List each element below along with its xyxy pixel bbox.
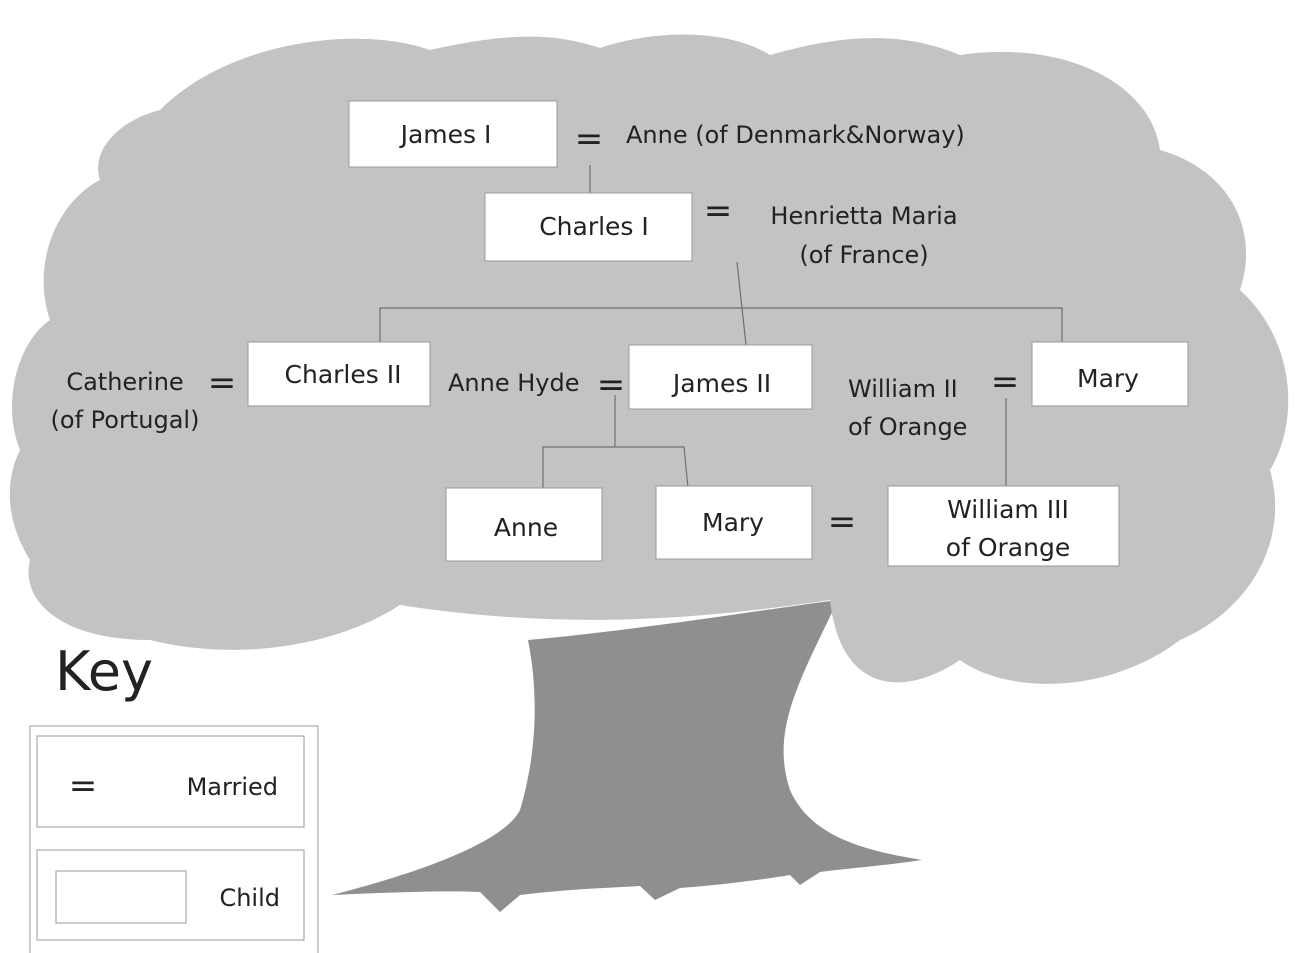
- box-mary-ii: [655, 485, 813, 560]
- box-james-i: [348, 100, 558, 168]
- spouse-william-ii-line2: of Orange: [848, 413, 967, 441]
- box-charles-i: [484, 192, 693, 262]
- link-henrietta-children: [736, 261, 747, 346]
- tree-trunk: [332, 600, 922, 912]
- name-james-ii: James II: [671, 369, 771, 398]
- box-william-iii: [887, 485, 1120, 567]
- box-anne: [445, 487, 603, 562]
- key-married-symbol: =: [69, 766, 98, 806]
- spouse-anne-of-denmark: Anne (of Denmark&Norway): [626, 121, 965, 149]
- key-married-panel: [36, 735, 305, 828]
- spouse-catherine-line2: (of Portugal): [51, 406, 200, 434]
- spouse-henrietta-line1: Henrietta Maria: [770, 202, 957, 230]
- link-children-bar: [379, 307, 1063, 342]
- married-sign-charles-ii: =: [208, 363, 237, 403]
- name-anne: Anne: [494, 513, 558, 542]
- key-child-label: Child: [219, 884, 280, 912]
- married-sign-james-i: =: [575, 119, 604, 159]
- married-sign-mary-ii: =: [828, 502, 857, 542]
- spouse-anne-hyde: Anne Hyde: [448, 369, 579, 397]
- key-married-label: Married: [187, 773, 278, 801]
- name-william-iii-line1: William III: [947, 495, 1069, 524]
- spouse-henrietta-line2: (of France): [799, 241, 928, 269]
- married-sign-william-ii: =: [991, 362, 1020, 402]
- name-mary-princess: Mary: [1077, 364, 1139, 393]
- married-sign-james-ii: =: [597, 365, 626, 405]
- link-anne-mary-bar: [542, 446, 689, 489]
- married-sign-charles-i: =: [704, 191, 733, 231]
- box-james-ii: [628, 344, 813, 410]
- box-charles-ii: [247, 341, 431, 407]
- name-james-i: James I: [399, 120, 492, 149]
- key-child-box-symbol: [55, 870, 187, 924]
- spouse-catherine-line1: Catherine: [66, 368, 183, 396]
- spouse-william-ii-line1: William II: [848, 375, 958, 403]
- name-charles-ii: Charles II: [285, 360, 402, 389]
- key-title: Key: [55, 640, 153, 703]
- name-william-iii-line2: of Orange: [946, 533, 1070, 562]
- box-mary-princess: [1031, 341, 1189, 407]
- name-mary-ii: Mary: [702, 508, 764, 537]
- name-charles-i: Charles I: [539, 212, 649, 241]
